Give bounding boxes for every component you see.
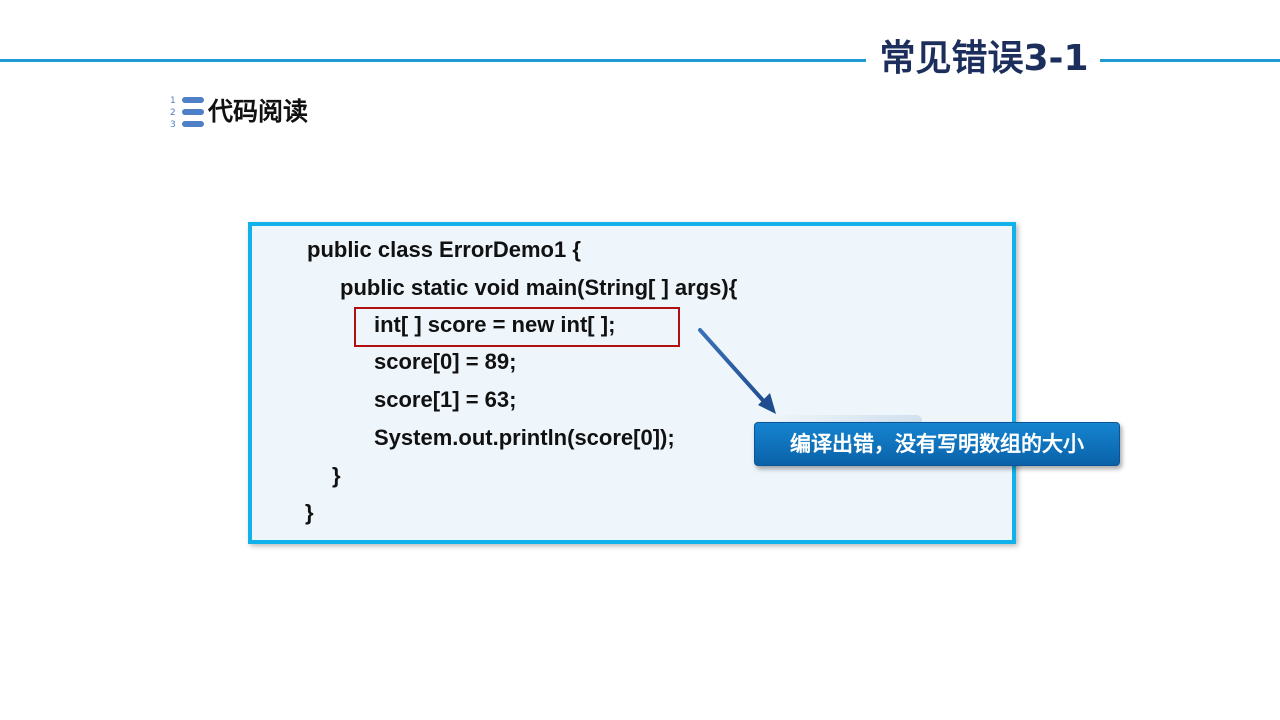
title-rule-left [0,59,866,62]
pointer-arrow-icon [698,328,776,414]
code-line-4: score[0] = 89; [374,349,517,374]
code-box [248,222,1016,544]
section-title: 代码阅读 [208,97,309,126]
list-number-3: 3 [170,120,176,130]
code-line-1: public class ErrorDemo1 { [307,237,581,262]
numbered-list-icon: 1 2 3 [170,96,204,130]
error-highlight-box [354,307,680,347]
code-line-8: } [305,500,314,525]
list-number-1: 1 [170,96,176,106]
code-line-3: int[ ] score = new int[ ]; [374,312,616,337]
code-line-2: public static void main(String[ ] args){ [340,275,738,300]
code-line-5: score[1] = 63; [374,387,517,412]
title-rule-right [1100,59,1280,62]
callout-tab [772,415,922,423]
list-number-2: 2 [170,108,176,118]
code-line-6: System.out.println(score[0]); [374,425,675,450]
page-title: 常见错误3-1 [879,38,1089,79]
code-line-7: } [332,463,341,488]
error-callout: 编译出错，没有写明数组的大小 [754,422,1120,466]
section-heading: 1 2 3 代码阅读 [170,92,308,132]
